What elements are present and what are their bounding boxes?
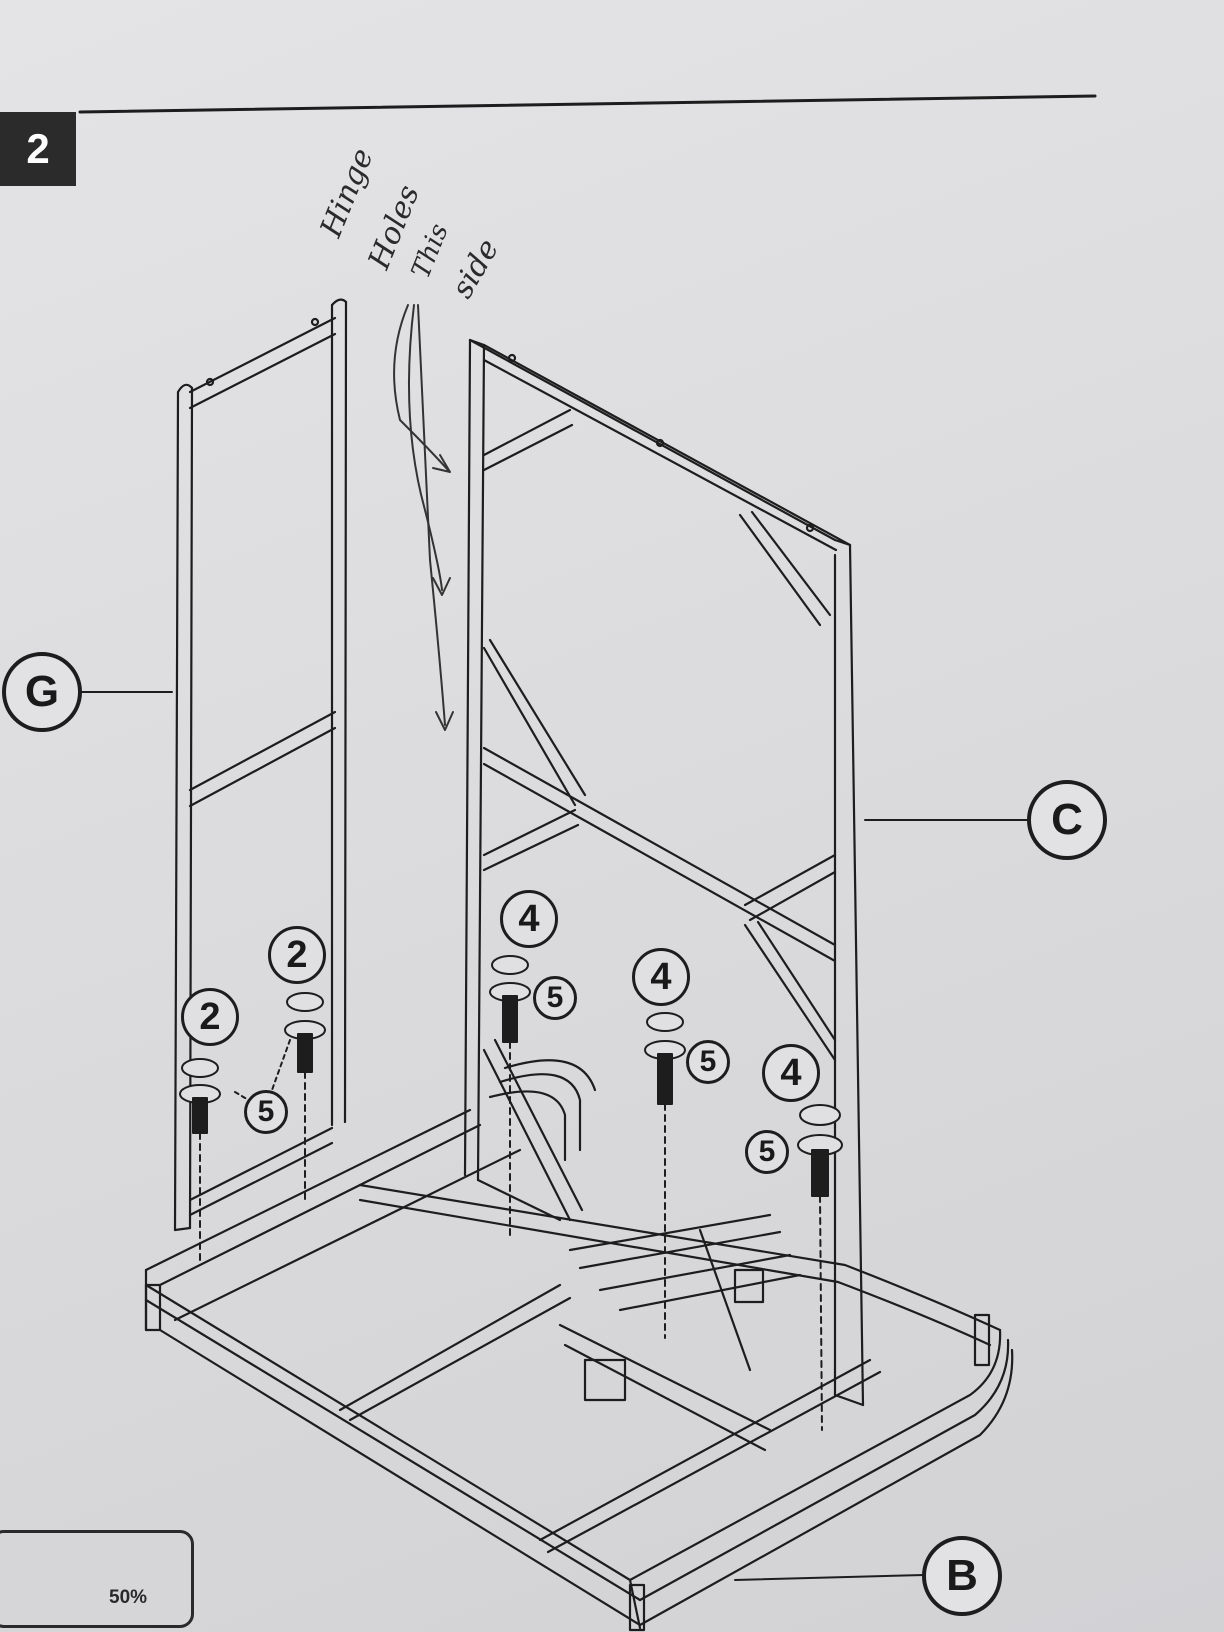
hardware-label-washer-right: 5: [745, 1130, 789, 1174]
handwritten-arrows: [393, 304, 454, 731]
frame-g: [173, 298, 348, 1232]
part-label-b: B: [922, 1536, 1002, 1616]
warning-box: 50%: [0, 1530, 194, 1628]
hardware-label-bolt-left-1: 2: [181, 988, 239, 1046]
part-label-g: G: [2, 652, 82, 732]
hardware-label-bolt-mid-2: 4: [632, 948, 690, 1006]
hardware-label-bolt-left-2: 2: [268, 926, 326, 984]
frame-c: [463, 338, 865, 1407]
header-rule: [78, 94, 1097, 114]
hardware-label-bolt-mid-1: 4: [500, 890, 558, 948]
hardware-label-washer-mid-1: 5: [533, 976, 577, 1020]
base-frame-b: [144, 1059, 1014, 1632]
hardware-label-washer-left: 5: [244, 1090, 288, 1134]
hardware-label-bolt-right: 4: [762, 1044, 820, 1102]
leader-b: [734, 1574, 925, 1581]
bolt-group: [179, 955, 843, 1431]
warning-percent: 50%: [109, 1587, 148, 1608]
part-label-c: C: [1027, 780, 1107, 860]
hardware-label-washer-mid-2: 5: [686, 1040, 730, 1084]
step-number-badge: 2: [0, 112, 76, 186]
